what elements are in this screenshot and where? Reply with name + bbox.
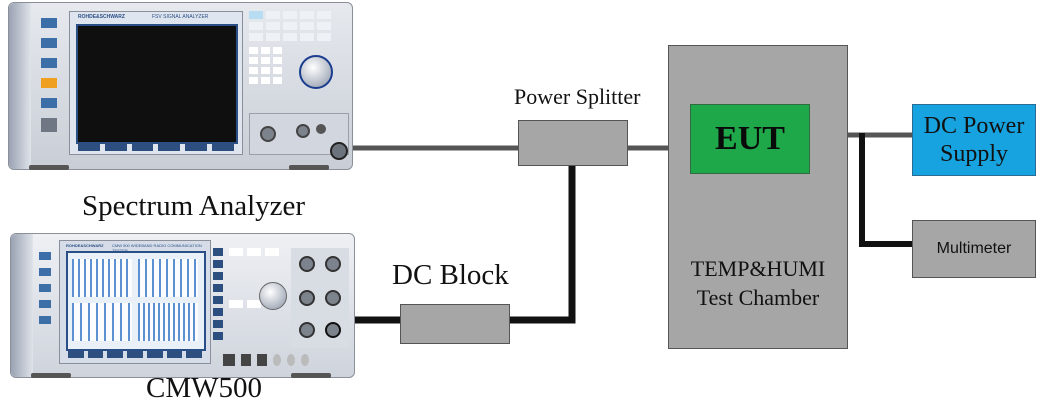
- power-splitter-label: Power Splitter: [514, 84, 641, 109]
- sa-keypad: [249, 11, 339, 111]
- cmw-rf-connector: [325, 322, 341, 338]
- cmw-foot-left: [31, 373, 71, 378]
- sa-rotary-knob: [299, 55, 333, 89]
- sa-side-buttons: [39, 15, 61, 145]
- eut-label: EUT: [715, 120, 785, 157]
- eut-block: EUT: [690, 104, 810, 174]
- cmw-handle-left: [11, 234, 33, 377]
- dc-block-block: [400, 304, 510, 344]
- power-splitter-block: [518, 120, 628, 166]
- cmw-side-keys: [213, 248, 223, 348]
- test-chamber-label-line1: TEMP&HUMI: [690, 256, 826, 281]
- sa-brand-text: ROHDE&SCHWARZ: [78, 14, 125, 20]
- dc-block-label: DC Block: [392, 259, 509, 291]
- cable-junction-to-multimeter: [859, 133, 912, 247]
- cmw-brand-text: ROHDE&SCHWARZ: [66, 243, 104, 248]
- cable-splitter-to-dcblock: [510, 166, 576, 324]
- sa-foot-right: [289, 165, 329, 170]
- cmw-screen-bezel: ROHDE&SCHWARZ CMW 500 WIDEBAND RADIO COM…: [59, 240, 211, 364]
- cmw-rf-panel: [291, 248, 349, 348]
- sa-foot-left: [29, 165, 69, 170]
- sa-screen-bezel: ROHDE&SCHWARZ FSV SIGNAL ANALYZER: [69, 11, 243, 155]
- sa-numpad: [249, 47, 339, 84]
- multimeter-block: Multimeter: [912, 220, 1036, 278]
- cmw-screen: [66, 251, 206, 351]
- sa-softkeys: [78, 143, 234, 151]
- cmw-front-io: [223, 354, 343, 366]
- dc-power-supply-label-line1: DC Power: [923, 113, 1025, 139]
- test-chamber-label-line2: Test Chamber: [696, 285, 820, 310]
- cmw-model-text: CMW 500 WIDEBAND RADIO COMMUNICATION TES…: [112, 243, 202, 253]
- sa-rf-input-connector: [330, 142, 348, 160]
- spectrum-analyzer-label: Spectrum Analyzer: [82, 190, 306, 222]
- test-chamber-block: [668, 45, 848, 349]
- spectrum-analyzer-instrument: ROHDE&SCHWARZ FSV SIGNAL ANALYZER: [8, 2, 353, 170]
- multimeter-label: Multimeter: [936, 240, 1012, 257]
- sa-screen: [76, 24, 238, 144]
- sa-handle-left: [9, 3, 31, 169]
- cmw-foot-right: [291, 373, 331, 378]
- sa-connector-panel: [249, 113, 349, 160]
- cmw-softkeys: [68, 351, 203, 358]
- cmw500-instrument: ROHDE&SCHWARZ CMW 500 WIDEBAND RADIO COM…: [10, 233, 355, 378]
- dc-power-supply-label-line2: Supply: [939, 141, 1008, 167]
- sa-model-text: FSV SIGNAL ANALYZER: [152, 14, 209, 20]
- dc-power-supply-block: DC Power Supply: [912, 104, 1036, 176]
- cmw500-label: CMW500: [146, 372, 262, 404]
- cmw-side-buttons: [39, 252, 55, 352]
- cmw-rotary-knob: [259, 282, 287, 310]
